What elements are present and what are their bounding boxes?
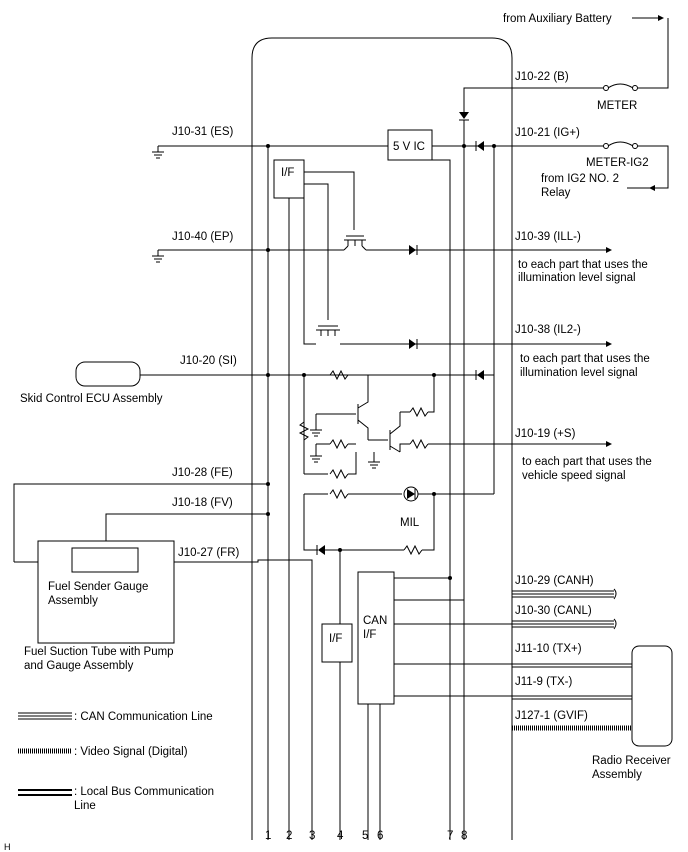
fuel-tube-label-line2: and Gauge Assembly (24, 660, 134, 672)
meter-ig2-fuse: METER-IG2 (586, 141, 649, 169)
mil-label: MIL (400, 517, 420, 529)
connector-j10-29: J10-29 (CANH) (515, 575, 594, 587)
il2-note-line1: to each part that uses the (520, 353, 650, 365)
ground-ep (152, 250, 164, 263)
diode-fr (318, 545, 325, 555)
connector-j10-21: J10-21 (IG+) (515, 127, 580, 139)
connector-j11-10: J11-10 (TX+) (515, 643, 582, 655)
resistor-fr (403, 544, 423, 556)
pin-number-2: 2 (286, 830, 292, 842)
ic-5v-label: 5 V IC (393, 141, 425, 153)
connector-j10-38: J10-38 (IL2-) (515, 324, 581, 336)
if-top-label: I/F (281, 167, 294, 179)
radio-receiver-label-line2: Assembly (592, 769, 642, 781)
fuel-sender-label-line1: Fuel Sender Gauge (48, 581, 148, 593)
connector-j10-20: J10-20 (SI) (180, 355, 237, 367)
meter-ig2-fuse-label: METER-IG2 (586, 157, 649, 169)
fuel-sender-box (71, 547, 139, 573)
can-if-label-line2: I/F (363, 629, 376, 641)
connector-j11-9: J11-9 (TX-) (515, 676, 572, 688)
connector-j10-19: J10-19 (+S) (515, 428, 576, 440)
diode-ig (477, 141, 484, 151)
mil-lamp-icon (403, 486, 419, 502)
ig2-relay-arrow (649, 185, 655, 191)
resistor-mil (329, 488, 349, 500)
can-if-label-line1: CAN (363, 615, 387, 627)
connector-j10-39: J10-39 (ILL-) (515, 231, 581, 243)
can-line-canh (512, 588, 617, 600)
pin-number-6: 6 (377, 830, 383, 842)
resistor-si (329, 369, 349, 381)
radio-receiver-label-line1: Radio Receiver (592, 755, 671, 767)
ground-speed-2 (310, 455, 322, 463)
connector-j10-18: J10-18 (FV) (172, 497, 233, 509)
transistor-speed-1 (316, 375, 369, 440)
connector-j10-27: J10-27 (FR) (178, 547, 240, 559)
legend-local-bus: : Local Bus Communication Line (18, 786, 214, 812)
pin-number-3: 3 (309, 830, 315, 842)
connector-j10-40: J10-40 (EP) (172, 231, 234, 243)
resistor-speed-3 (329, 438, 349, 450)
fuel-sender-label-line2: Assembly (48, 595, 98, 607)
ground-speed-1 (310, 429, 322, 437)
ic-5v-box (387, 129, 433, 161)
ig2-relay-label-line1: from IG2 NO. 2 (541, 173, 619, 185)
resistor-speed-4 (409, 406, 429, 418)
if-bottom-label: I/F (329, 633, 342, 645)
connector-j10-31: J10-31 (ES) (172, 126, 234, 138)
legend-can-label: : CAN Communication Line (74, 711, 213, 723)
legend-local-bus-label-line2: Line (74, 800, 96, 812)
radio-receiver-box (631, 645, 673, 747)
meter-assembly-outline (251, 37, 513, 840)
transistor-ill (343, 235, 367, 251)
ill-note-line1: to each part that uses the (518, 259, 648, 271)
legend-video: : Video Signal (Digital) (18, 746, 188, 758)
legend-video-label: : Video Signal (Digital) (74, 746, 188, 758)
diode-ill (409, 245, 416, 255)
resistor-speed-5 (409, 438, 429, 450)
skid-ecu-label: Skid Control ECU Assembly (20, 393, 163, 405)
if-top-box (273, 159, 305, 199)
fuel-tube-label-line1: Fuel Suction Tube with Pump (24, 646, 174, 658)
local-bus-tx-minus (394, 695, 632, 700)
il2-note-line2: illumination level signal (520, 367, 638, 379)
aux-battery-feed: from Auxiliary Battery (503, 13, 669, 89)
diode-b (459, 112, 469, 119)
ig2-relay-label-line2: Relay (541, 187, 571, 199)
connector-j10-22: J10-22 (B) (515, 71, 569, 83)
skid-ecu-box (75, 361, 141, 387)
pin-number-4: 4 (337, 830, 344, 842)
connector-j10-30: J10-30 (CANL) (515, 605, 592, 617)
speed-note-line1: to each part that uses the (522, 456, 652, 468)
can-if-box (357, 571, 395, 705)
if-bottom-box (321, 623, 353, 663)
can-line-canl (394, 618, 617, 630)
resistor-speed-1 (298, 421, 310, 441)
meter-fuse-label: METER (597, 100, 637, 112)
pin-number-5: 5 (362, 830, 368, 842)
diode-si (477, 370, 484, 380)
ground-speed-3 (368, 461, 380, 469)
resistor-speed-2 (329, 468, 349, 480)
transistor-il2 (316, 325, 340, 336)
pin-number-7: 7 (447, 830, 453, 842)
pin-number-8: 8 (461, 830, 467, 842)
legend-can: : CAN Communication Line (18, 711, 213, 723)
connector-j127-1: J127-1 (GVIF) (515, 710, 588, 722)
meter-fuse: METER (597, 83, 638, 112)
pin-number-1: 1 (265, 830, 271, 842)
local-bus-tx-plus (394, 663, 632, 668)
ground-es (152, 146, 164, 159)
corner-mark: H (4, 842, 11, 852)
connector-j10-28: J10-28 (FE) (172, 467, 233, 479)
aux-battery-label: from Auxiliary Battery (503, 13, 612, 25)
speed-note-line2: vehicle speed signal (522, 470, 626, 482)
ill-note-line2: illumination level signal (518, 272, 636, 284)
transistor-speed-2 (389, 412, 401, 453)
diode-il2 (409, 339, 416, 349)
legend-local-bus-label-line1: : Local Bus Communication (74, 786, 214, 798)
